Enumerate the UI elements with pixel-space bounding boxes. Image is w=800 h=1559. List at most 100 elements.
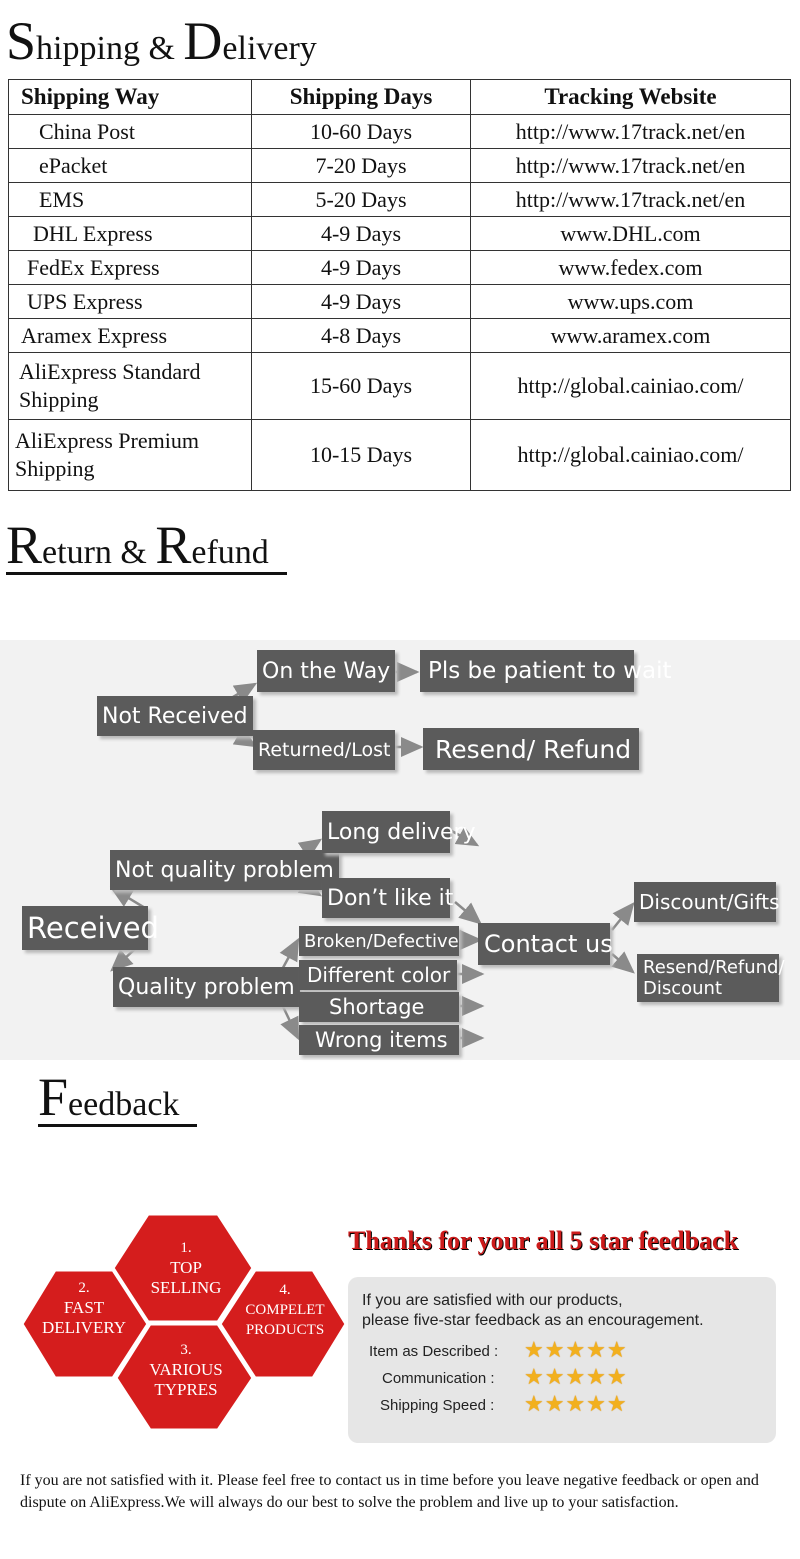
table-row: ePacket 7-20 Days http://www.17track.net… (8, 148, 791, 183)
received-box: Received (22, 906, 159, 950)
long-delivery-box: Long delivery (322, 811, 476, 853)
return-refund-flowchart: Not Received On the Way Pls be patient t… (0, 640, 800, 1060)
on-the-way-box: On the Way (257, 650, 396, 692)
shipping-way: Aramex Express (8, 318, 252, 353)
shipping-way: DHL Express (8, 216, 252, 251)
shipping-way: UPS Express (8, 284, 252, 319)
table-row: UPS Express 4-9 Days www.ups.com (8, 284, 791, 319)
hex-line: COMPELET (245, 1302, 325, 1318)
table-row: DHL Express 4-9 Days www.DHL.com (8, 216, 791, 251)
wrong-items-box: Wrong items (299, 1025, 459, 1055)
title-letter: F (38, 1067, 69, 1127)
not-received-box: Not Received (97, 696, 253, 736)
discount-gifts-box: Discount/Gifts (634, 882, 780, 922)
returned-lost-box: Returned/Lost (253, 730, 396, 770)
broken-defective-box: Broken/Defective (299, 926, 459, 956)
hex-number: 3. (180, 1342, 192, 1358)
hexagon (111, 1212, 255, 1324)
hexagon-shapes (20, 1212, 348, 1432)
shipping-days: 10-15 Days (251, 419, 471, 491)
title-letter: S (6, 11, 37, 71)
arrow (109, 886, 146, 910)
shipping-table: Shipping Way Shipping Days Tracking Webs… (8, 79, 791, 491)
box-line: Resend/Refund/ (643, 957, 785, 978)
arrow (611, 902, 635, 931)
hex-line: TOP (170, 1258, 202, 1277)
title-amp: & (111, 534, 156, 571)
feedback-intro: If you are satisfied with our products, … (362, 1291, 704, 1331)
rating-label-communication: Communication : (382, 1370, 495, 1387)
tracking-website: http://www.17track.net/en (470, 148, 791, 183)
tracking-website: http://www.17track.net/en (470, 182, 791, 217)
shipping-way: AliExpress Standard Shipping (8, 352, 252, 420)
shipping-days: 4-9 Days (251, 284, 471, 319)
tracking-website: http://global.cainiao.com/ (470, 419, 791, 491)
table-row: FedEx Express 4-9 Days www.fedex.com (8, 250, 791, 285)
column-header: Shipping Days (251, 79, 471, 115)
intro-line: please five-star feedback as an encourag… (362, 1312, 704, 1329)
arrow (449, 826, 480, 847)
title-word: eedback (68, 1086, 180, 1123)
table-row: EMS 5-20 Days http://www.17track.net/en (8, 182, 791, 217)
hex-number: 1. (180, 1240, 192, 1256)
table-row: AliExpress Premium Shipping 10-15 Days h… (8, 419, 791, 491)
arrow (454, 901, 482, 925)
intro-line: If you are satisfied with our products, (362, 1292, 623, 1309)
hexagon (218, 1268, 348, 1380)
resend-refund-discount-box: Resend/Refund/ Discount (637, 954, 785, 1002)
rating-label-shipping-speed: Shipping Speed : (380, 1397, 495, 1414)
table-row: China Post 10-60 Days http://www.17track… (8, 114, 791, 149)
title-letter: D (183, 11, 223, 71)
hex-line: PRODUCTS (245, 1322, 325, 1338)
hex-line: FAST (63, 1298, 105, 1317)
title-word: eturn (42, 534, 112, 571)
hex-various-types: 3. VARIOUS TYPRES (134, 1340, 238, 1400)
shipping-days: 4-8 Days (251, 318, 471, 353)
shipping-days: 10-60 Days (251, 114, 471, 149)
shipping-delivery-title: Shipping & Delivery (6, 10, 317, 72)
title-word: hipping (36, 30, 140, 67)
shipping-way: ePacket (8, 148, 252, 183)
column-header: Tracking Website (470, 79, 791, 115)
title-letter: R (155, 515, 192, 575)
star-rating-icons: ★★★★★ (524, 1391, 628, 1416)
hexagon (20, 1268, 150, 1380)
column-header: Shipping Way (8, 79, 252, 115)
table-row: AliExpress Standard Shipping 15-60 Days … (8, 352, 791, 420)
hex-top-selling: 1. TOP SELLING (136, 1238, 236, 1298)
different-color-box: Different color (299, 960, 457, 990)
shipping-days: 5-20 Days (251, 182, 471, 217)
shipping-way: FedEx Express (8, 250, 252, 285)
title-word: elivery (222, 30, 317, 67)
feedback-title: Feedback (38, 1067, 198, 1127)
tracking-website: www.fedex.com (470, 250, 791, 285)
hex-line: VARIOUS (149, 1360, 223, 1379)
arrow (611, 951, 635, 974)
shortage-box: Shortage (299, 992, 459, 1022)
shipping-way: AliExpress Premium Shipping (8, 419, 252, 491)
hex-number: 2. (78, 1280, 90, 1296)
hex-line: DELIVERY (41, 1318, 127, 1337)
tracking-website: www.ups.com (470, 284, 791, 319)
hex-number: 4. (279, 1282, 291, 1298)
tracking-website: www.DHL.com (470, 216, 791, 251)
return-refund-title: Return & Refund (6, 518, 287, 575)
shipping-way: EMS (8, 182, 252, 217)
tracking-website: http://global.cainiao.com/ (470, 352, 791, 420)
selling-points-hexagons: 1. TOP SELLING 2. FAST DELIVERY 4. COMPE… (18, 1212, 348, 1432)
shipping-days: 15-60 Days (251, 352, 471, 420)
table-header-row: Shipping Way Shipping Days Tracking Webs… (8, 79, 791, 115)
thanks-banner: Thanks for your all 5 star feedback (348, 1226, 739, 1255)
dissatisfaction-note: If you are not satisfied with it. Please… (20, 1472, 759, 1511)
hex-fast-delivery: 2. FAST DELIVERY (24, 1278, 144, 1338)
be-patient-box: Pls be patient to wait (420, 650, 672, 692)
not-quality-problem-box: Not quality problem (110, 850, 339, 890)
tracking-website: www.aramex.com (470, 318, 791, 353)
dont-like-box: Don’t like it (322, 878, 453, 918)
contact-us-box: Contact us (478, 923, 613, 965)
star-rating-icons: ★★★★★ (524, 1337, 628, 1362)
hexagon (114, 1322, 255, 1432)
title-letter: R (6, 515, 43, 575)
title-amp: & (139, 30, 184, 67)
table-row: Aramex Express 4-8 Days www.aramex.com (8, 318, 791, 353)
